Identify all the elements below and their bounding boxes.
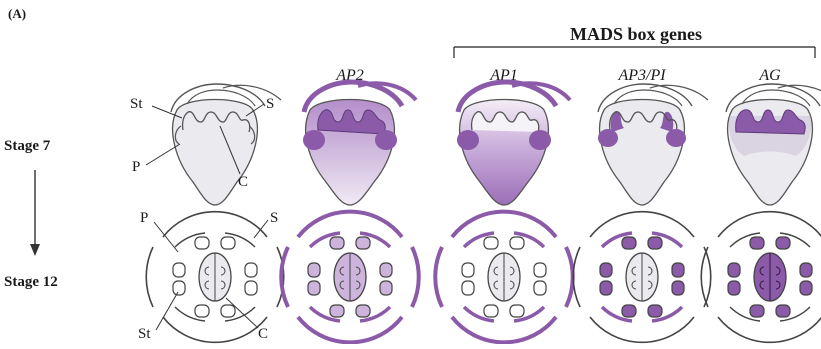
label-sepal-stage7: S (266, 96, 274, 112)
gene-label-ap3-pi: AP3/PI (617, 67, 666, 84)
label-carpel-stage7: C (238, 174, 248, 190)
stage7-flower-ap1 (457, 82, 570, 205)
mads-bracket (454, 47, 815, 58)
panel-label: (A) (8, 6, 26, 21)
stage12-diagram-ap2 (281, 212, 419, 343)
stage12-diagram-ag (701, 212, 821, 343)
label-stamen-stage7: St (130, 96, 143, 112)
label-petal-stage7: P (132, 159, 140, 175)
label-stamen-stage12: St (138, 326, 151, 342)
mads-box-header: MADS box genes (570, 24, 702, 44)
stage12-diagram-ap3-pi (573, 212, 711, 343)
leader-stamen-stage12 (156, 292, 178, 330)
stage7-flower-ap3-pi (598, 84, 708, 205)
gene-label-ag: AG (758, 67, 781, 84)
label-sepal-stage12: S (270, 210, 278, 226)
leader-petal-stage7 (146, 144, 180, 165)
stage7-flower-ap2 (303, 82, 416, 205)
stage-12-label: Stage 12 (4, 274, 58, 290)
stage7-flower-template (171, 84, 281, 205)
stage12-diagram-template (146, 212, 284, 343)
stage12-diagram-ap1 (435, 212, 573, 343)
stage-arrow (30, 170, 40, 256)
stage7-flower-ag (726, 84, 821, 205)
label-carpel-stage12: C (258, 326, 268, 342)
stage-7-label: Stage 7 (4, 138, 51, 154)
label-petal-stage12: P (140, 210, 148, 226)
